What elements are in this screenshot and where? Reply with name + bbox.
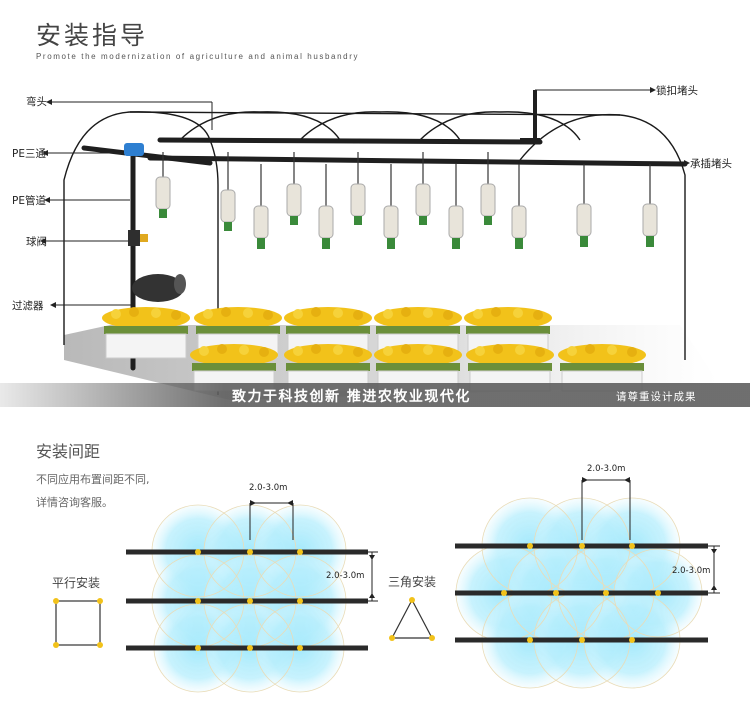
- ball-valve: [128, 230, 140, 246]
- label-socket-plug: 承插堵头: [690, 158, 732, 170]
- parallel-horizontal-dimension: 2.0-3.0m: [249, 483, 288, 493]
- label-pe-tee: PE三通: [12, 148, 46, 160]
- triangle-layout-label: 三角安装: [388, 575, 437, 589]
- label-elbow: 弯头: [26, 96, 47, 108]
- slogan-banner: [0, 383, 750, 407]
- label-ball-valve: 球阀: [26, 236, 47, 248]
- pe-tee-fitting: [124, 143, 144, 156]
- parallel-vertical-dimension: 2.0-3.0m: [326, 571, 365, 581]
- label-lock-plug: 锁扣堵头: [656, 85, 698, 97]
- flower-planters: [102, 307, 646, 392]
- arrow-heads: [40, 87, 690, 308]
- spacing-note-line1: 不同应用布置间距不同,: [36, 473, 150, 486]
- banner-slogan: 致力于科技创新 推进农牧业现代化: [232, 389, 471, 405]
- spacing-note-line2: 详情咨询客服。: [36, 496, 113, 509]
- triangle-horizontal-dimension: 2.0-3.0m: [587, 464, 626, 474]
- label-pe-pipe: PE管道: [12, 195, 46, 207]
- filter-body: [132, 274, 184, 302]
- label-filter: 过滤器: [12, 300, 44, 312]
- sprinkler-row-back: [253, 164, 658, 249]
- parallel-layout-label: 平行安装: [52, 576, 101, 590]
- main-pipes: [81, 137, 688, 371]
- banner-copyright: 请尊重设计成果: [616, 391, 697, 403]
- sprinkler-row-front: [155, 152, 496, 231]
- triangle-vertical-dimension: 2.0-3.0m: [672, 566, 711, 576]
- leader-lines: [46, 89, 684, 306]
- page-title: 安装指导: [36, 21, 149, 50]
- parallel-layout-icon: [53, 598, 103, 648]
- spacing-section-title: 安装间距: [36, 442, 101, 461]
- triangle-spray-pattern: [455, 477, 720, 689]
- triangle-layout-icon: [389, 597, 435, 641]
- parallel-spray-pattern: [126, 500, 378, 693]
- page-subtitle: Promote the modernization of agriculture…: [36, 52, 360, 61]
